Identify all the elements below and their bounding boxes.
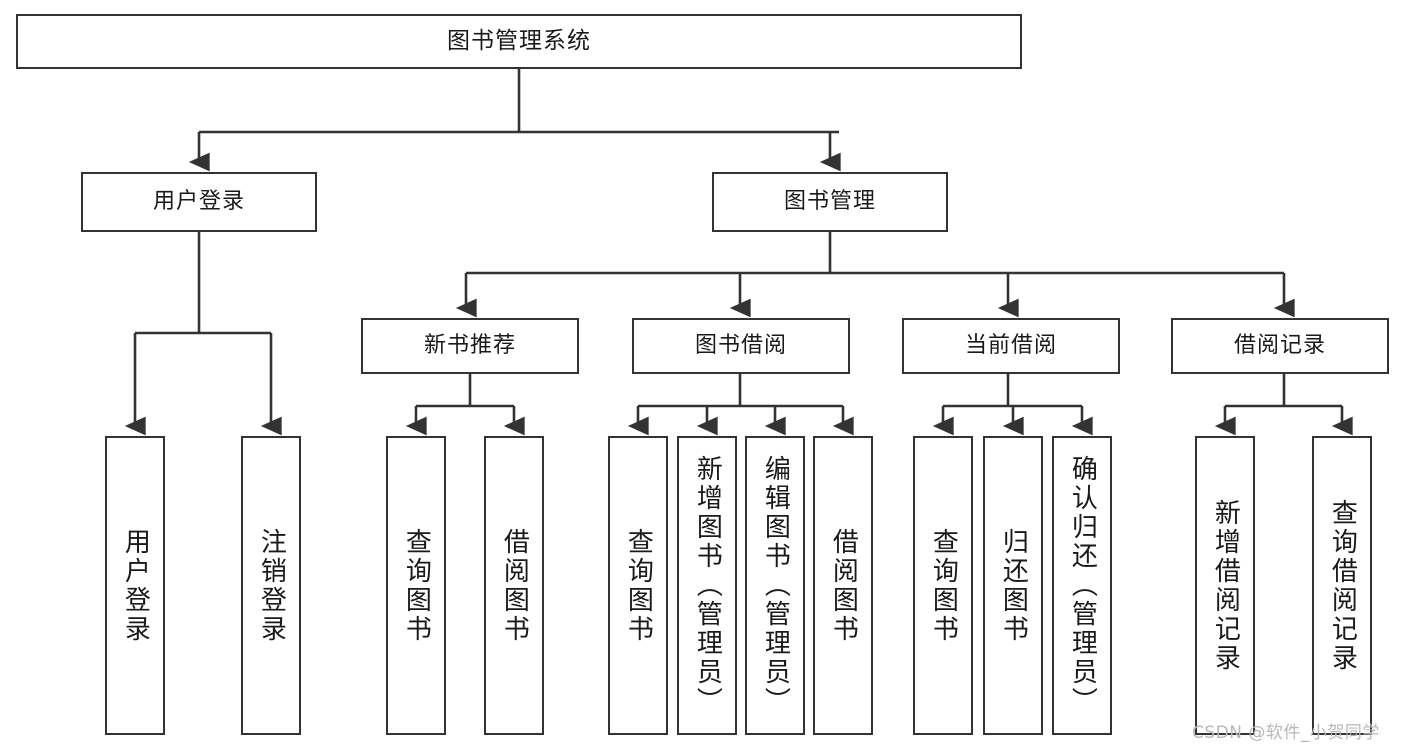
node-leaf-borrow-add-book[interactable]: 新增图书（管理员） xyxy=(677,436,737,735)
node-leaf-borrow-add-book-label: 新增图书（管理员） xyxy=(692,455,723,716)
node-leaf-record-add-label: 新增借阅记录 xyxy=(1210,498,1241,673)
node-user-login-module-label: 用户登录 xyxy=(152,188,245,214)
node-leaf-current-confirm-return[interactable]: 确认归还（管理员） xyxy=(1052,436,1112,735)
node-book-borrow[interactable]: 图书借阅 xyxy=(632,318,850,374)
node-leaf-user-login[interactable]: 用户登录 xyxy=(105,436,165,735)
node-leaf-user-login-label: 用户登录 xyxy=(120,527,151,644)
node-leaf-user-logout[interactable]: 注销登录 xyxy=(241,436,301,735)
node-leaf-borrow-borrow-book[interactable]: 借阅图书 xyxy=(813,436,873,735)
node-borrow-record-label: 借阅记录 xyxy=(1233,332,1326,358)
node-borrow-record[interactable]: 借阅记录 xyxy=(1171,318,1389,374)
node-leaf-record-query[interactable]: 查询借阅记录 xyxy=(1312,436,1372,735)
node-leaf-record-add[interactable]: 新增借阅记录 xyxy=(1195,436,1255,735)
node-leaf-borrow-query[interactable]: 查询图书 xyxy=(608,436,668,735)
node-book-borrow-label: 图书借阅 xyxy=(694,332,787,358)
node-leaf-current-confirm-return-label: 确认归还（管理员） xyxy=(1067,455,1098,716)
node-leaf-user-logout-label: 注销登录 xyxy=(256,527,287,644)
node-leaf-borrow-edit-book[interactable]: 编辑图书（管理员） xyxy=(745,436,805,735)
node-leaf-newbook-query[interactable]: 查询图书 xyxy=(386,436,446,735)
node-user-login-module[interactable]: 用户登录 xyxy=(81,172,317,232)
node-leaf-borrow-query-label: 查询图书 xyxy=(623,527,654,644)
csdn-watermark: CSDN @软件_小贺同学 xyxy=(1192,723,1380,743)
node-leaf-current-return[interactable]: 归还图书 xyxy=(983,436,1043,735)
node-leaf-borrow-edit-book-label: 编辑图书（管理员） xyxy=(760,455,791,716)
node-new-book-recommend[interactable]: 新书推荐 xyxy=(361,318,579,374)
node-current-borrow[interactable]: 当前借阅 xyxy=(902,318,1120,374)
node-root[interactable]: 图书管理系统 xyxy=(16,14,1022,69)
node-root-label: 图书管理系统 xyxy=(447,27,591,54)
node-current-borrow-label: 当前借阅 xyxy=(964,332,1057,358)
node-leaf-newbook-query-label: 查询图书 xyxy=(401,527,432,644)
node-leaf-newbook-borrow[interactable]: 借阅图书 xyxy=(484,436,544,735)
node-leaf-borrow-borrow-book-label: 借阅图书 xyxy=(828,527,859,644)
node-book-management-module[interactable]: 图书管理 xyxy=(712,172,948,232)
node-book-management-module-label: 图书管理 xyxy=(783,188,876,214)
node-leaf-current-query-label: 查询图书 xyxy=(928,527,959,644)
node-leaf-current-return-label: 归还图书 xyxy=(998,527,1029,644)
node-leaf-newbook-borrow-label: 借阅图书 xyxy=(499,527,530,644)
node-leaf-record-query-label: 查询借阅记录 xyxy=(1327,498,1358,673)
node-new-book-recommend-label: 新书推荐 xyxy=(423,332,516,358)
node-leaf-current-query[interactable]: 查询图书 xyxy=(913,436,973,735)
